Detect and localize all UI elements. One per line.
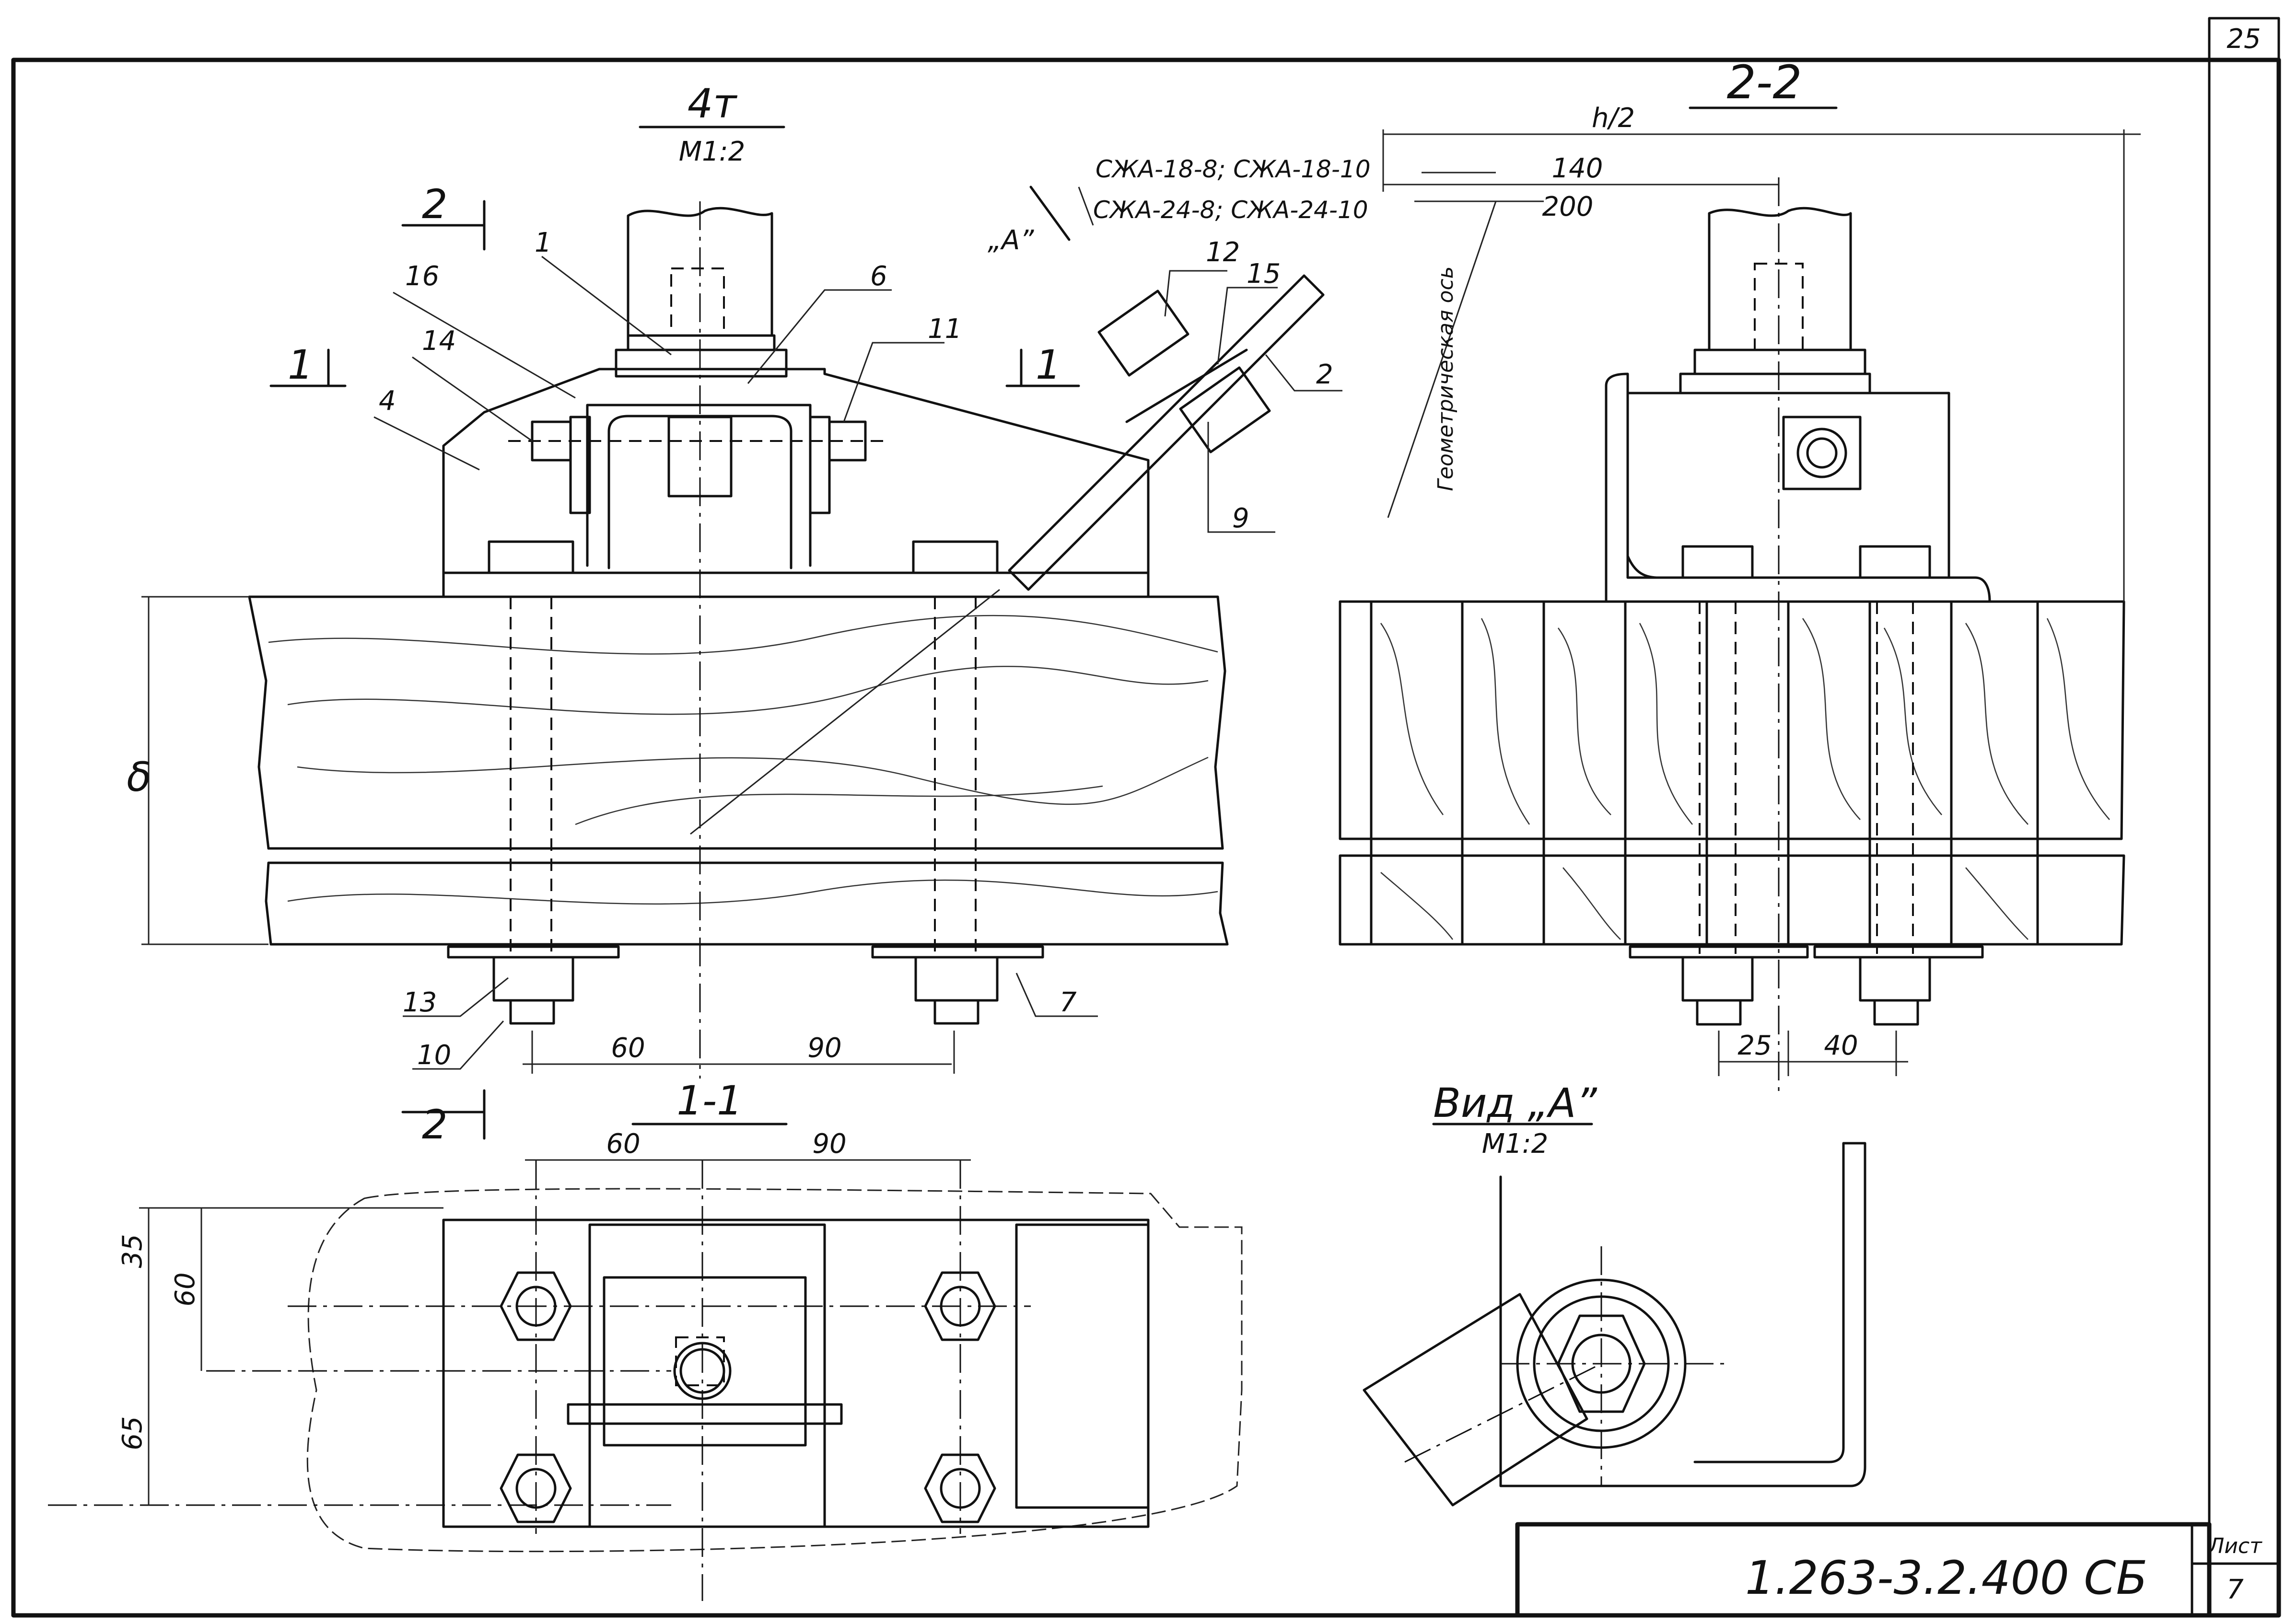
view-a xyxy=(1363,1123,1866,1507)
dim-h-half: h/2 xyxy=(1592,103,1635,134)
section-1-marker-left: 1 xyxy=(288,341,313,388)
callout-15: 15 xyxy=(1247,258,1281,290)
section-2-marker-top: 2 xyxy=(422,181,447,228)
callout-10: 10 xyxy=(417,1040,451,1071)
dim-thickness: δ xyxy=(127,754,151,800)
view-a-scale: М1:2 xyxy=(1482,1128,1548,1160)
grades-line-2: СЖА-24-8; СЖА-24-10 xyxy=(1093,196,1368,224)
view-a-title: Вид „А” xyxy=(1433,1079,1597,1126)
section-2-marker-bottom: 2 xyxy=(422,1101,447,1148)
callout-6: 6 xyxy=(870,261,887,292)
list-number: 7 xyxy=(2227,1574,2244,1605)
document-code: 1.263-3.2.400 СБ xyxy=(1745,1551,2147,1605)
section-2-2 xyxy=(1339,106,2141,1098)
section-1-1-title: 1-1 xyxy=(676,1077,742,1124)
callout-12: 12 xyxy=(1206,237,1240,268)
dim-main-60: 60 xyxy=(611,1032,645,1064)
main-view-title: 4т xyxy=(688,80,737,127)
dim-main-90: 90 xyxy=(807,1032,841,1064)
dim-25: 25 xyxy=(1737,1030,1772,1061)
callout-7: 7 xyxy=(1060,987,1077,1018)
callout-2: 2 xyxy=(1316,359,1333,390)
dim-plan-60v: 60 xyxy=(170,1272,201,1306)
callout-14: 14 xyxy=(422,325,456,357)
callout-16: 16 xyxy=(405,261,439,292)
callout-13: 13 xyxy=(403,987,437,1018)
section-1-1 xyxy=(48,1123,1243,1601)
geometric-axis-label: Геометрическая ось xyxy=(1434,266,1458,491)
section-2-2-title: 2-2 xyxy=(1727,56,1802,109)
grades-line-1: СЖА-18-8; СЖА-18-10 xyxy=(1096,155,1371,183)
section-1-marker-right: 1 xyxy=(1036,341,1061,388)
dim-plan-35: 35 xyxy=(117,1234,148,1268)
callout-1: 1 xyxy=(535,227,552,258)
sheet-frame xyxy=(11,17,2281,1618)
dim-plan-60: 60 xyxy=(606,1128,640,1160)
callout-11: 11 xyxy=(928,313,962,345)
view-a-marker: „А” xyxy=(988,225,1034,256)
dim-plan-65: 65 xyxy=(117,1416,148,1450)
main-view-scale: М1:2 xyxy=(679,136,745,167)
callout-9: 9 xyxy=(1232,503,1249,534)
dim-plan-90: 90 xyxy=(812,1128,846,1160)
callout-4: 4 xyxy=(379,385,396,417)
dim-40: 40 xyxy=(1824,1030,1858,1061)
dim-140: 140 xyxy=(1552,153,1603,184)
list-label: Лист xyxy=(2207,1534,2262,1558)
sheet-corner-number: 25 xyxy=(2227,23,2261,55)
dim-200: 200 xyxy=(1542,191,1594,222)
main-view xyxy=(141,126,1342,1140)
